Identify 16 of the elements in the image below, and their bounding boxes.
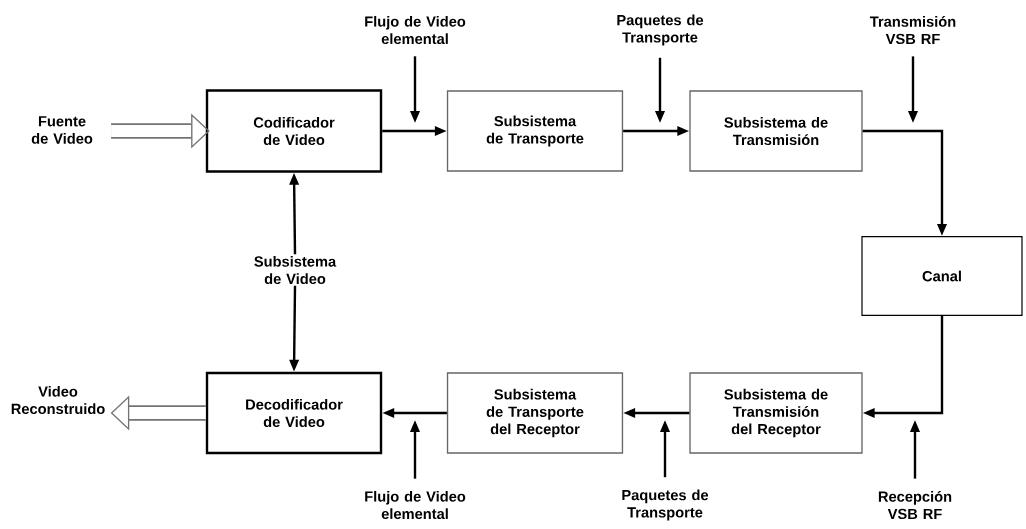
- annotation-text: Paquetes de Transporte: [622, 489, 709, 521]
- annotation-text: Subsistema de Video: [254, 255, 337, 285]
- annotation-text: Paquetes de Transporte: [617, 14, 704, 46]
- process-box: Subsistema de Transporte: [446, 90, 624, 172]
- process-box: Codificador de Video: [205, 89, 383, 173]
- process-box: Subsistema de Transporte del Receptor: [446, 372, 624, 454]
- annotation-text: Fuente de Video: [31, 116, 93, 144]
- channel-box: Canal: [861, 235, 1023, 317]
- annotation-text: Video Reconstruido: [11, 385, 105, 415]
- process-box: Subsistema de Transmisión del Receptor: [689, 372, 863, 454]
- process-box: Decodificador de Video: [205, 371, 383, 455]
- annotation-text: Flujo de Video elemental: [365, 490, 466, 520]
- annotation-text: Flujo de Video elemental: [365, 15, 466, 45]
- annotation-text: Transmisión VSB RF: [869, 15, 956, 45]
- annotation-text: Recepción VSB RF: [878, 490, 952, 520]
- process-box: Subsistema de Transmisión: [689, 90, 863, 172]
